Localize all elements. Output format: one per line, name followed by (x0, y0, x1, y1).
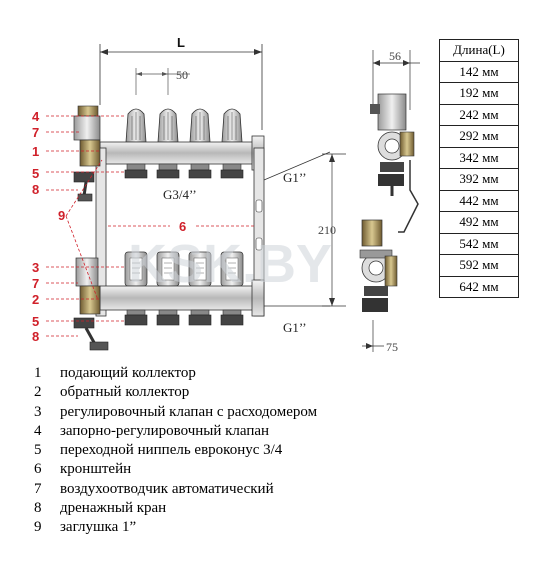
callout-4: 4 (32, 109, 40, 124)
callout-2: 2 (32, 292, 39, 307)
bracket (95, 147, 265, 317)
callout-5-bottom: 5 (32, 314, 39, 329)
legend-item: 3 регулировочный клапан с расходомером (34, 403, 317, 422)
callout-7-top: 7 (32, 125, 39, 140)
callout-numbers: 4 7 1 5 8 9 6 3 7 2 5 8 (32, 109, 186, 344)
top-knob (221, 108, 243, 143)
bottom-outlets (124, 309, 244, 326)
length-table-cell: 492 мм (439, 211, 519, 234)
thread-bottom-label: G1’’ (283, 320, 307, 335)
dimension-height: 210 (318, 153, 346, 307)
outlet-thread-label: G3/4’’ (163, 187, 197, 202)
thread-top-label: G1’’ (283, 170, 307, 185)
legend-number: 3 (34, 403, 42, 420)
callout-5-top: 5 (32, 166, 39, 181)
legend-item: 9 заглушка 1” (34, 518, 317, 537)
side-width-label: 56 (389, 49, 401, 63)
legend-number: 4 (34, 422, 42, 439)
callout-7-bottom: 7 (32, 276, 39, 291)
legend-item: 5 переходной ниппель евроконус 3/4 (34, 441, 317, 460)
legend-number: 8 (34, 500, 42, 517)
length-table-cell: 292 мм (439, 125, 519, 148)
length-table-cell: 592 мм (439, 254, 519, 277)
length-table-cell: 192 мм (439, 82, 519, 105)
return-manifold (99, 285, 261, 311)
legend-number: 2 (34, 384, 42, 401)
callout-6: 6 (179, 219, 186, 234)
dimension-pitch: 50 (135, 68, 190, 95)
watermark: KSK.BY (128, 234, 332, 294)
length-table-cell: 342 мм (439, 146, 519, 169)
legend-item: 7 воздухоотводчик автоматический (34, 480, 317, 499)
legend-number: 5 (34, 442, 42, 459)
legend-text: обратный коллектор (60, 384, 190, 401)
length-table-cell: 442 мм (439, 189, 519, 212)
callout-lines (46, 115, 254, 337)
callout-9: 9 (58, 208, 65, 223)
top-knob (189, 108, 211, 143)
top-knobs (125, 108, 243, 143)
length-table-cell: 242 мм (439, 103, 519, 126)
legend-item: 2 обратный коллектор (34, 383, 317, 402)
legend-item: 1 подающий коллектор (34, 364, 317, 383)
length-table-header: Длина(L) (439, 39, 519, 62)
side-view: 56 75 (359, 49, 420, 354)
length-table-cell: 392 мм (439, 168, 519, 191)
length-table-cell: 542 мм (439, 232, 519, 255)
length-table-cell: 142 мм (439, 60, 519, 83)
manifold-drawing: L 50 (32, 35, 420, 354)
legend-text: кронштейн (60, 461, 132, 478)
legend-number: 6 (34, 461, 42, 478)
legend-item: 6 кронштейн (34, 460, 317, 479)
legend-number: 1 (34, 365, 42, 381)
length-table-cell: 642 мм (439, 275, 519, 298)
legend: 1 подающий коллектор 2 обратный коллектор 3 р… (34, 364, 317, 538)
flow-meters (124, 251, 244, 287)
left-top-assembly (73, 105, 101, 202)
length-label: L (177, 35, 185, 50)
legend-item: 4 запорно-регулировочный клапан (34, 422, 317, 441)
legend-text: дренажный кран (60, 500, 167, 517)
legend-text: переходной ниппель евроконус 3/4 (60, 442, 283, 459)
top-knob (157, 108, 179, 143)
callout-3: 3 (32, 260, 39, 275)
legend-item: 8 дренажный кран (34, 499, 317, 518)
top-outlets (124, 163, 244, 179)
legend-number: 9 (34, 519, 42, 536)
callout-8-bottom: 8 (32, 329, 39, 344)
callout-1: 1 (32, 144, 39, 159)
dimension-L: L (99, 35, 263, 130)
pitch-label: 50 (176, 68, 188, 82)
legend-number: 7 (34, 480, 42, 497)
legend-text: подающий коллектор (60, 365, 196, 381)
callout-8-top: 8 (32, 182, 39, 197)
return-end-cap (251, 279, 265, 317)
legend-text: регулировочный клапан с расходомером (60, 403, 318, 420)
top-knob (125, 108, 147, 143)
supply-manifold (99, 141, 261, 165)
offset-label: 75 (386, 340, 398, 354)
legend-text: воздухоотводчик автоматический (60, 480, 274, 497)
height-label: 210 (318, 223, 336, 237)
legend-text: запорно-регулировочный клапан (60, 422, 270, 439)
legend-text: заглушка 1” (60, 519, 137, 536)
left-bottom-assembly (73, 257, 109, 351)
